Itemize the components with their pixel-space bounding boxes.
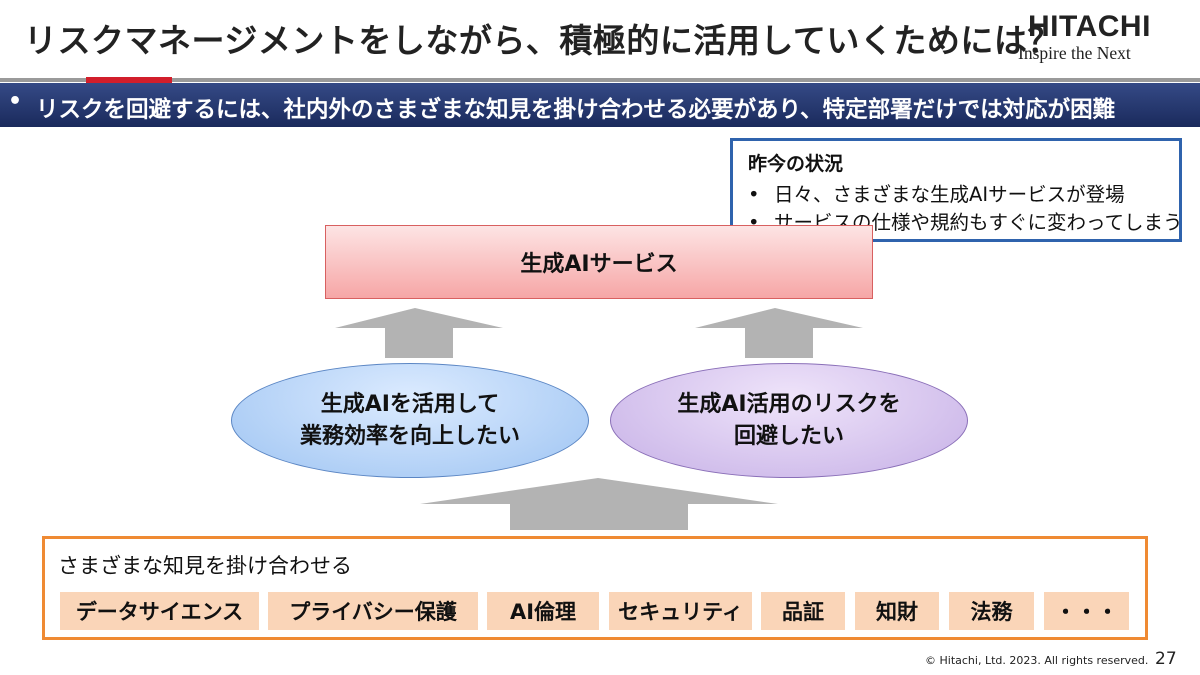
goal-risk-line1: 生成AI活用のリスクを — [677, 391, 901, 417]
knowledge-chip-more: ・・・ — [1044, 592, 1129, 630]
summary-banner — [0, 83, 1200, 127]
knowledge-chip-ip: 知財 — [855, 592, 939, 630]
up-arrow-icon — [420, 478, 778, 530]
banner-bullet: • — [8, 89, 23, 114]
knowledge-chip-data-science: データサイエンス — [60, 592, 259, 630]
goal-efficiency-ellipse: 生成AIを活用して 業務効率を向上したい — [231, 363, 589, 478]
current-situation-box — [730, 138, 1182, 242]
goal-efficiency-line2: 業務効率を向上したい — [299, 423, 520, 449]
genai-service-label: 生成AIサービス — [520, 252, 678, 277]
knowledge-chip-privacy: プライバシー保護 — [268, 592, 478, 630]
situation-item: •サービスの仕様や規約もすぐに変わってしまう — [748, 211, 1183, 234]
header-divider — [0, 78, 1200, 82]
knowledge-heading: さまざまな知見を掛け合わせる — [58, 554, 352, 578]
current-situation-heading: 昨今の状況 — [748, 153, 844, 175]
knowledge-chip-ai-ethics: AI倫理 — [487, 592, 599, 630]
situation-item: •日々、さまざまな生成AIサービスが登場 — [748, 183, 1125, 206]
goal-risk-ellipse: 生成AI活用のリスクを 回避したい — [610, 363, 968, 478]
knowledge-chip-legal: 法務 — [949, 592, 1034, 630]
banner-text: リスクを回避するには、社内外のさまざまな知見を掛け合わせる必要があり、特定部署だ… — [36, 97, 1116, 123]
bullet-dot: • — [748, 211, 760, 234]
logo-tagline: Inspire the Next — [1018, 43, 1131, 63]
up-arrow-icon — [335, 308, 503, 358]
page-number: 27 — [1155, 649, 1177, 669]
genai-service-box: 生成AIサービス — [325, 225, 873, 299]
copyright-notice: © Hitachi, Ltd. 2023. All rights reserve… — [925, 654, 1149, 667]
bullet-dot: • — [748, 183, 760, 206]
knowledge-chip-quality: 品証 — [761, 592, 845, 630]
goal-efficiency-line1: 生成AIを活用して — [320, 391, 500, 417]
page-title: リスクマネージメントをしながら、積極的に活用していくためには？ — [24, 21, 1061, 60]
knowledge-chip-security: セキュリティ — [609, 592, 752, 630]
goal-risk-line2: 回避したい — [733, 423, 844, 449]
hitachi-logo: HITACHI — [1028, 10, 1151, 43]
up-arrow-icon — [695, 308, 863, 358]
header-accent-bar — [86, 77, 172, 83]
